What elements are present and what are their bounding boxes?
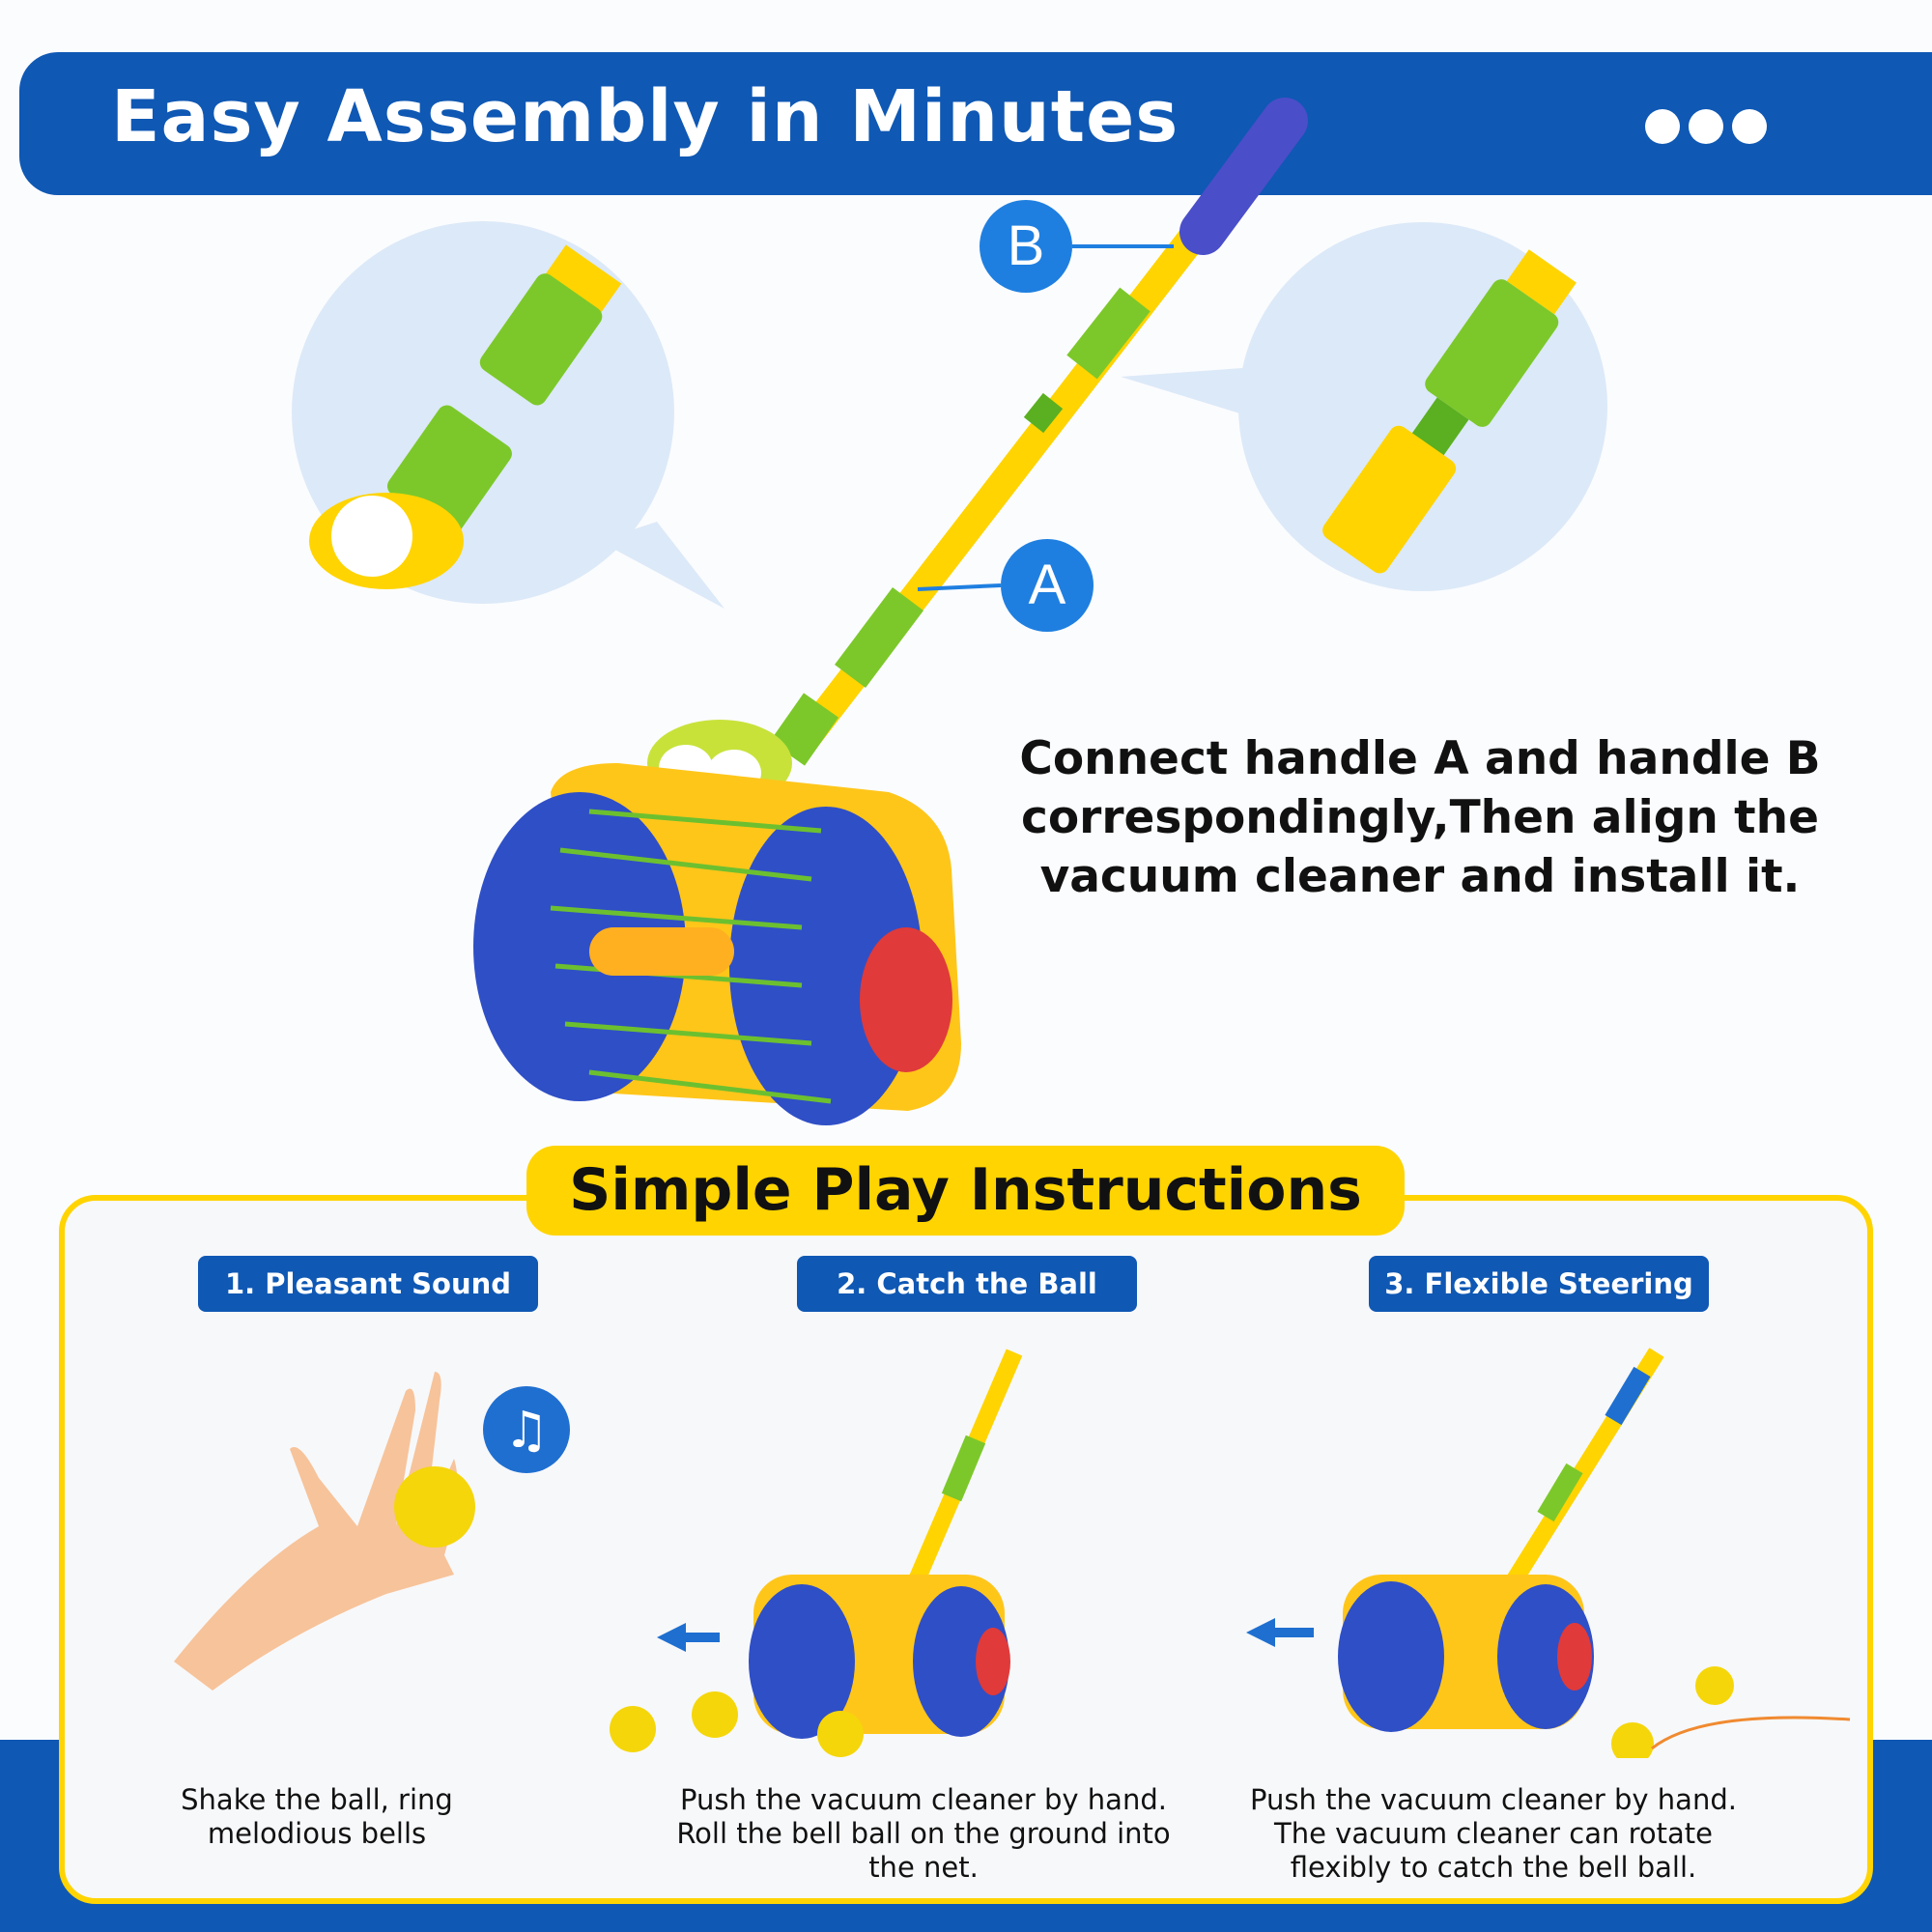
caption-line: Shake the ball, ring	[181, 1783, 453, 1816]
play-illustrations: ♫	[174, 1348, 1851, 1758]
assembly-line: Connect handle A and handle B	[1019, 732, 1821, 785]
dot-icon	[1645, 109, 1680, 144]
assembly-illustration	[309, 98, 1577, 1125]
assembly-line: vacuum cleaner and install it.	[1039, 850, 1801, 903]
handle-b-badge: B	[980, 200, 1072, 293]
caption-line: Roll the bell ball on the ground into	[676, 1817, 1171, 1850]
step-2-label: 2. Catch the Ball	[797, 1256, 1137, 1312]
arrow-left-icon	[1246, 1618, 1314, 1647]
step-3-caption: Push the vacuum cleaner by hand. The vac…	[1213, 1783, 1774, 1885]
music-note-icon	[483, 1386, 570, 1473]
caption-line: Push the vacuum cleaner by hand.	[1250, 1783, 1737, 1816]
bell-ball-icon	[394, 1466, 475, 1548]
assembly-line: correspondingly,Then align the	[1021, 791, 1819, 844]
handle-a-badge: A	[1001, 539, 1094, 632]
step-1-label: 1. Pleasant Sound	[198, 1256, 538, 1312]
instructions-title: Simple Play Instructions	[526, 1146, 1405, 1236]
caption-line: melodious bells	[207, 1817, 427, 1850]
assembly-instructions: Connect handle A and handle B correspond…	[995, 729, 1845, 906]
step-3-label: 3. Flexible Steering	[1369, 1256, 1709, 1312]
caption-line: flexibly to catch the bell ball.	[1290, 1851, 1697, 1884]
hand-icon	[174, 1372, 458, 1690]
caption-line: The vacuum cleaner can rotate	[1274, 1817, 1713, 1850]
caption-line: the net.	[868, 1851, 979, 1884]
svg-text:♫: ♫	[504, 1402, 550, 1460]
header-banner	[19, 52, 1932, 195]
arrow-left-icon	[657, 1623, 720, 1652]
dot-icon	[1732, 109, 1767, 144]
dot-icon	[1689, 109, 1723, 144]
step-2-caption: Push the vacuum cleaner by hand. Roll th…	[643, 1783, 1204, 1885]
step-1-caption: Shake the ball, ring melodious bells	[46, 1783, 587, 1851]
caption-line: Push the vacuum cleaner by hand.	[680, 1783, 1167, 1816]
page-title: Easy Assembly in Minutes	[111, 75, 1179, 158]
